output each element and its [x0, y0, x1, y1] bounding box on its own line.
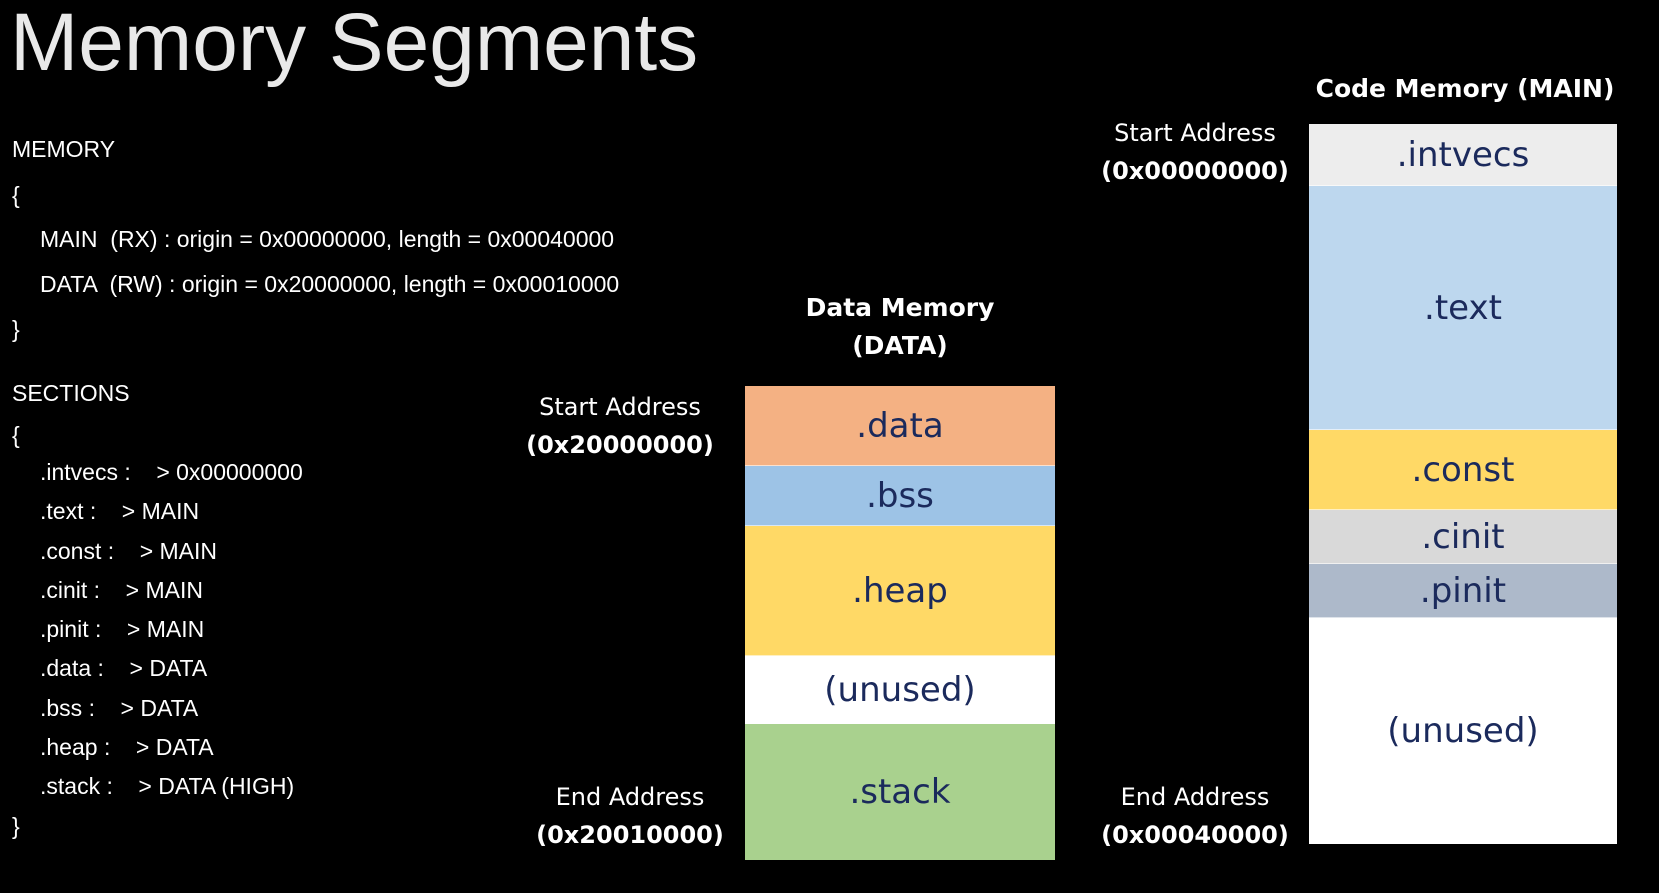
data-start-address: Start Address (0x20000000)	[520, 388, 720, 464]
code-segment-text: .text	[1309, 186, 1617, 430]
section-line-data: .data : > DATA	[40, 655, 208, 681]
code-segment-pinit: .pinit	[1309, 564, 1617, 618]
sections-open-brace: {	[12, 422, 20, 448]
code-start-address: Start Address (0x00000000)	[1095, 114, 1295, 190]
section-line-stack: .stack : > DATA (HIGH)	[40, 773, 295, 799]
memory-keyword: MEMORY	[12, 136, 116, 162]
code-segment-unused: (unused)	[1309, 618, 1617, 844]
code-memory-map: .intvecs .text .const .cinit .pinit (unu…	[1309, 124, 1617, 844]
sections-keyword: SECTIONS	[12, 380, 130, 406]
data-end-address-label: End Address	[555, 783, 705, 811]
section-line-bss: .bss : > DATA	[40, 695, 199, 721]
memory-line-main: MAIN (RX) : origin = 0x00000000, length …	[40, 226, 615, 252]
code-segment-const: .const	[1309, 430, 1617, 510]
data-memory-map: .data .bss .heap (unused) .stack	[745, 386, 1055, 860]
sections-close-brace: }	[12, 813, 20, 839]
section-line-text: .text : > MAIN	[40, 498, 200, 524]
data-segment-data: .data	[745, 386, 1055, 466]
page-title: Memory Segments	[10, 0, 699, 88]
data-start-address-value: (0x20000000)	[526, 431, 714, 459]
data-memory-heading-title: Data Memory	[805, 293, 995, 322]
data-end-address: End Address (0x20010000)	[525, 778, 735, 854]
code-end-address-value: (0x00040000)	[1101, 821, 1289, 849]
data-start-address-label: Start Address	[539, 393, 701, 421]
data-segment-stack: .stack	[745, 724, 1055, 860]
code-memory-heading: Code Memory (MAIN)	[1300, 70, 1630, 108]
code-segment-cinit: .cinit	[1309, 510, 1617, 564]
data-memory-heading: Data Memory (DATA)	[790, 289, 1010, 365]
section-line-heap: .heap : > DATA	[40, 734, 214, 760]
code-start-address-label: Start Address	[1114, 119, 1276, 147]
data-memory-heading-region: (DATA)	[852, 331, 948, 360]
data-end-address-value: (0x20010000)	[536, 821, 724, 849]
code-memory-heading-title: Code Memory (MAIN)	[1315, 74, 1615, 103]
code-start-address-value: (0x00000000)	[1101, 157, 1289, 185]
section-line-pinit: .pinit : > MAIN	[40, 616, 205, 642]
section-line-const: .const : > MAIN	[40, 538, 218, 564]
memory-open-brace: {	[12, 182, 20, 208]
data-segment-bss: .bss	[745, 466, 1055, 526]
section-line-cinit: .cinit : > MAIN	[40, 577, 203, 603]
memory-close-brace: }	[12, 316, 20, 342]
section-line-intvecs: .intvecs : > 0x00000000	[40, 459, 303, 485]
data-segment-heap: .heap	[745, 526, 1055, 656]
code-end-address: End Address (0x00040000)	[1095, 778, 1295, 854]
memory-line-data: DATA (RW) : origin = 0x20000000, length …	[40, 271, 620, 297]
code-segment-intvecs: .intvecs	[1309, 124, 1617, 186]
data-segment-unused: (unused)	[745, 656, 1055, 724]
code-end-address-label: End Address	[1120, 783, 1270, 811]
